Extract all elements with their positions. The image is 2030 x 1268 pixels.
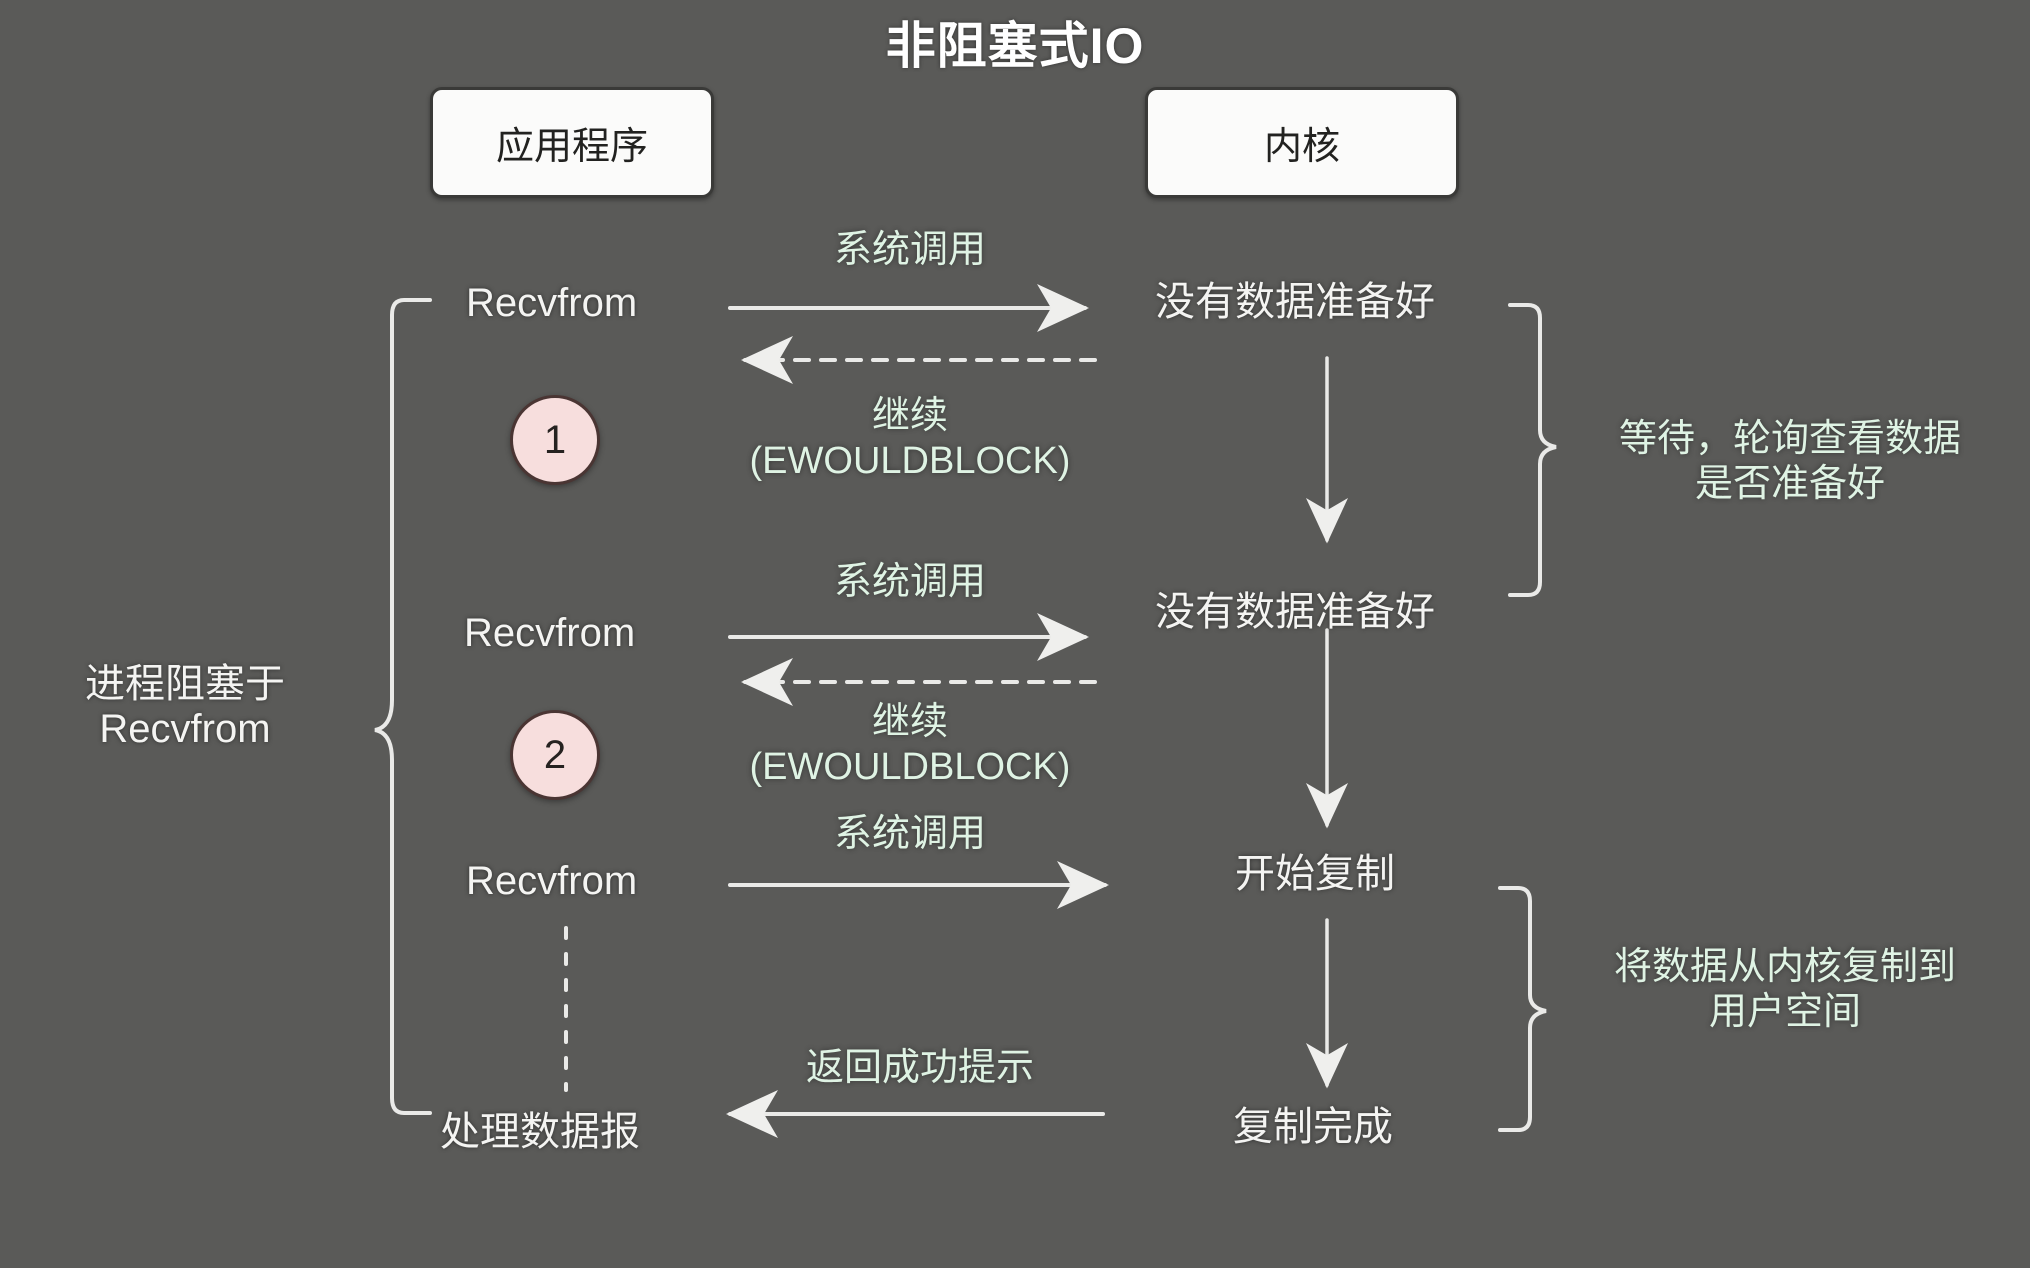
syscall-label-3: 系统调用 [833, 813, 986, 855]
left-brace [374, 298, 432, 1115]
app-step-recvfrom-3: Recvfrom [466, 859, 638, 903]
return-success-label: 返回成功提示 [805, 1047, 1034, 1089]
right-annotation-wait-line2: 是否准备好 [1694, 462, 1885, 505]
step-badge-2: 2 [510, 710, 600, 800]
kernel-step-no-data-1: 没有数据准备好 [1155, 280, 1435, 324]
syscall-label-1: 系统调用 [833, 229, 986, 271]
continue-label-2-line2: (EWOULDBLOCK) [749, 745, 1071, 788]
step-badge-2-number: 2 [543, 732, 567, 777]
step-badge-1: 1 [510, 395, 600, 485]
kernel-column-header: 内核 [1145, 87, 1459, 198]
kernel-step-copy-complete: 复制完成 [1233, 1105, 1393, 1149]
right-brace-wait [1508, 303, 1557, 597]
left-annotation-line2: Recvfrom [99, 706, 271, 751]
app-step-recvfrom-2: Recvfrom [464, 611, 636, 655]
step-badge-1-number: 1 [543, 417, 567, 462]
continue-label-1: 继续 (EWOULDBLOCK) [680, 394, 1140, 484]
right-brace-copy [1498, 886, 1547, 1132]
right-annotation-copy-line1: 将数据从内核复制到 [1613, 946, 1956, 988]
app-column-header: 应用程序 [430, 87, 714, 198]
kernel-step-start-copy: 开始复制 [1235, 852, 1395, 896]
right-annotation-wait-line1: 等待，轮询查看数据 [1618, 418, 1961, 460]
page-title: 非阻塞式IO [885, 18, 1145, 74]
right-annotation-copy-line2: 用户空间 [1708, 990, 1861, 1033]
continue-label-1-line2: (EWOULDBLOCK) [749, 439, 1071, 482]
app-column-header-label: 应用程序 [495, 126, 648, 168]
continue-label-2: 继续 (EWOULDBLOCK) [680, 700, 1140, 790]
kernel-step-no-data-2: 没有数据准备好 [1155, 590, 1435, 634]
app-step-recvfrom-1: Recvfrom [466, 281, 638, 325]
syscall-label-2: 系统调用 [833, 561, 986, 603]
continue-label-2-line1: 继续 [871, 701, 948, 743]
left-annotation-line1: 进程阻塞于 [85, 662, 285, 706]
left-annotation: 进程阻塞于 Recvfrom [20, 662, 350, 752]
right-annotation-wait: 等待，轮询查看数据 是否准备好 [1570, 417, 2010, 507]
kernel-column-header-label: 内核 [1263, 126, 1340, 168]
right-annotation-copy: 将数据从内核复制到 用户空间 [1560, 945, 2010, 1035]
app-step-process-datagram: 处理数据报 [440, 1110, 640, 1154]
continue-label-1-line1: 继续 [871, 395, 948, 437]
